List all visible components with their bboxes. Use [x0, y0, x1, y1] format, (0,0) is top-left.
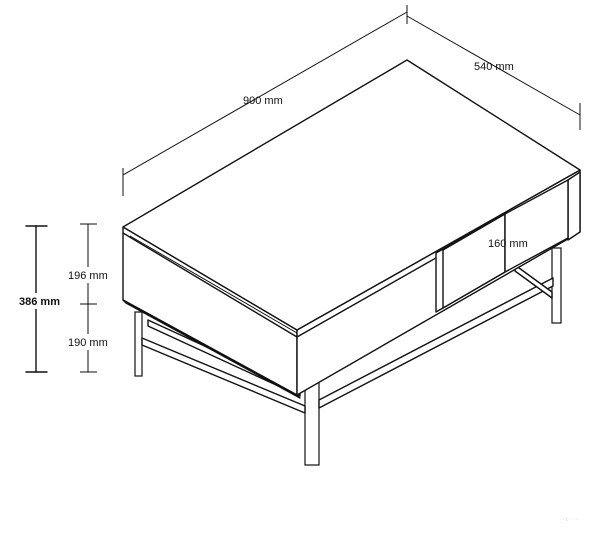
dimension-width: 900 mm [122, 5, 408, 196]
label-lower-height: 190 mm [68, 337, 108, 349]
table-body [122, 59, 581, 399]
label-upper-height: 196 mm [68, 270, 108, 282]
dimension-part-heights: 196 mm 190 mm [66, 223, 110, 373]
label-depth: 540 mm [474, 61, 514, 73]
leg-back-left [134, 311, 143, 377]
dimension-total-height: 386 mm [18, 225, 60, 373]
label-drawer-height: 160 mm [488, 238, 528, 250]
table-top [122, 59, 581, 331]
label-total-height: 386 mm [19, 296, 60, 308]
label-width: 900 mm [243, 95, 283, 107]
open-shelf [567, 171, 581, 241]
watermark: · c · · · [563, 517, 578, 523]
dimension-depth: 540 mm [406, 15, 581, 130]
dimension-drawer-height: 160 mm [488, 238, 528, 250]
